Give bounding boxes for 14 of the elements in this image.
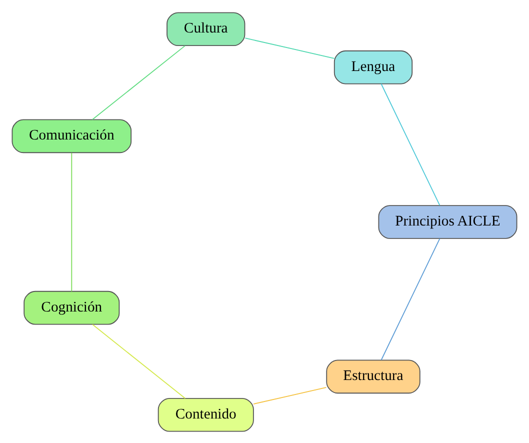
node-box: Comunicación: [12, 118, 132, 153]
node-box: Principios AICLE: [378, 204, 518, 238]
connector: [71, 152, 72, 292]
connector: [380, 82, 440, 206]
connector: [92, 44, 186, 120]
connector: [92, 324, 186, 398]
connector: [253, 386, 327, 404]
connector: [380, 238, 440, 360]
node-box: Contenido: [158, 397, 254, 432]
connector: [244, 37, 335, 58]
node-box: Cognición: [24, 290, 120, 324]
node-box: Cultura: [166, 12, 246, 46]
node-box: Lengua: [334, 50, 413, 84]
node-box: Estructura: [326, 359, 420, 394]
